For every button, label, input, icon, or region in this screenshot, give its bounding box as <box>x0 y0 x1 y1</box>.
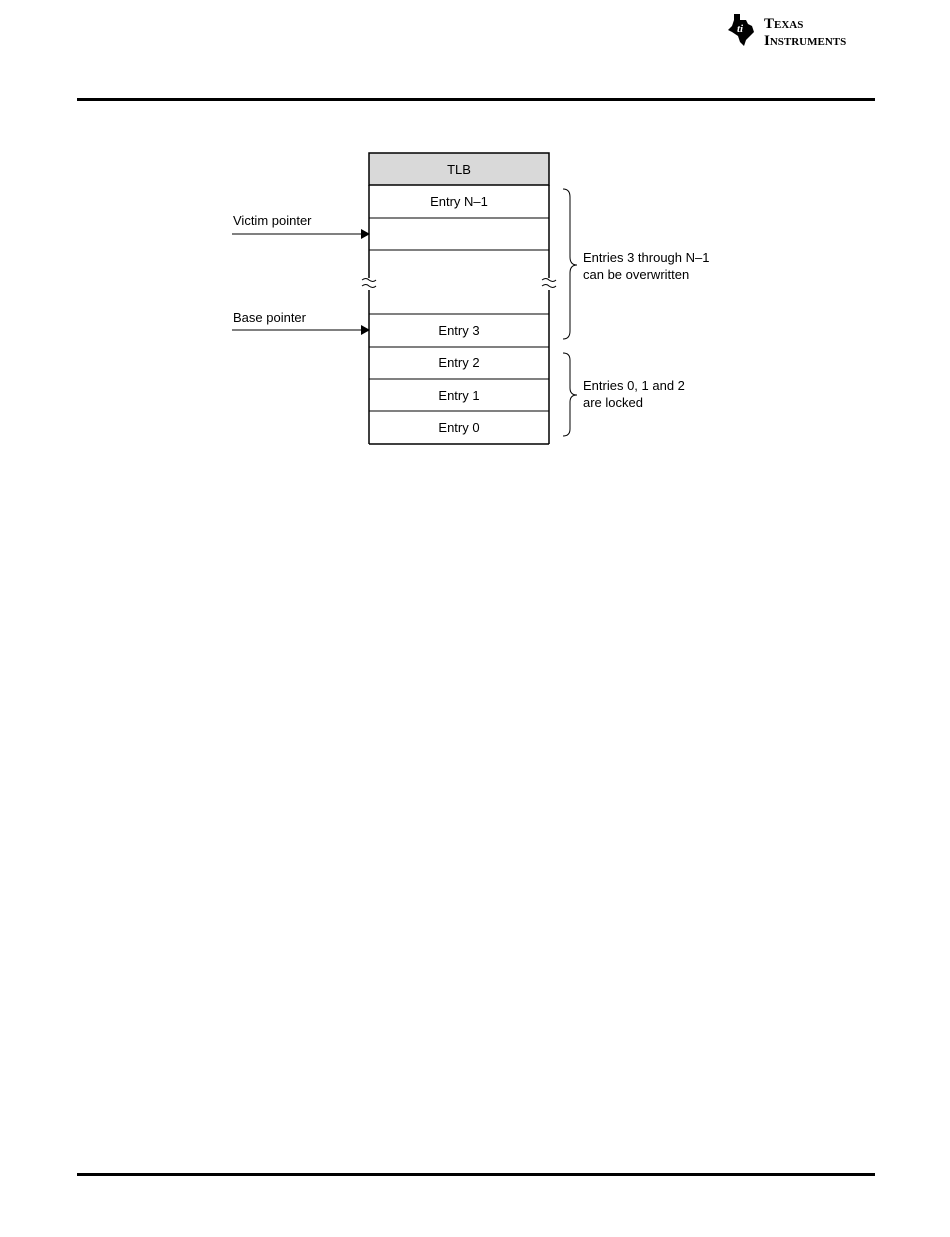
locked-brace <box>563 353 577 436</box>
victim-pointer-label: Victim pointer <box>233 213 312 228</box>
overwritable-note-line1: Entries 3 through N–1 <box>583 250 709 265</box>
break-mark-left <box>362 279 376 288</box>
overwritable-brace <box>563 189 577 339</box>
overwritable-note-line2: can be overwritten <box>583 267 689 282</box>
entry-n-minus-1-label: Entry N–1 <box>430 194 488 209</box>
entry-0-label: Entry 0 <box>438 420 479 435</box>
base-pointer-label: Base pointer <box>233 310 307 325</box>
entry-1-label: Entry 1 <box>438 388 479 403</box>
entry-3-label: Entry 3 <box>438 323 479 338</box>
footer-rule <box>77 1173 875 1176</box>
entry-2-label: Entry 2 <box>438 355 479 370</box>
break-mark-right <box>542 279 556 288</box>
tlb-diagram: TLB Entry N–1 Entry 3 Entry 2 Entry 1 En… <box>0 0 950 500</box>
tlb-header-label: TLB <box>447 162 471 177</box>
locked-note-line2: are locked <box>583 395 643 410</box>
locked-note-line1: Entries 0, 1 and 2 <box>583 378 685 393</box>
